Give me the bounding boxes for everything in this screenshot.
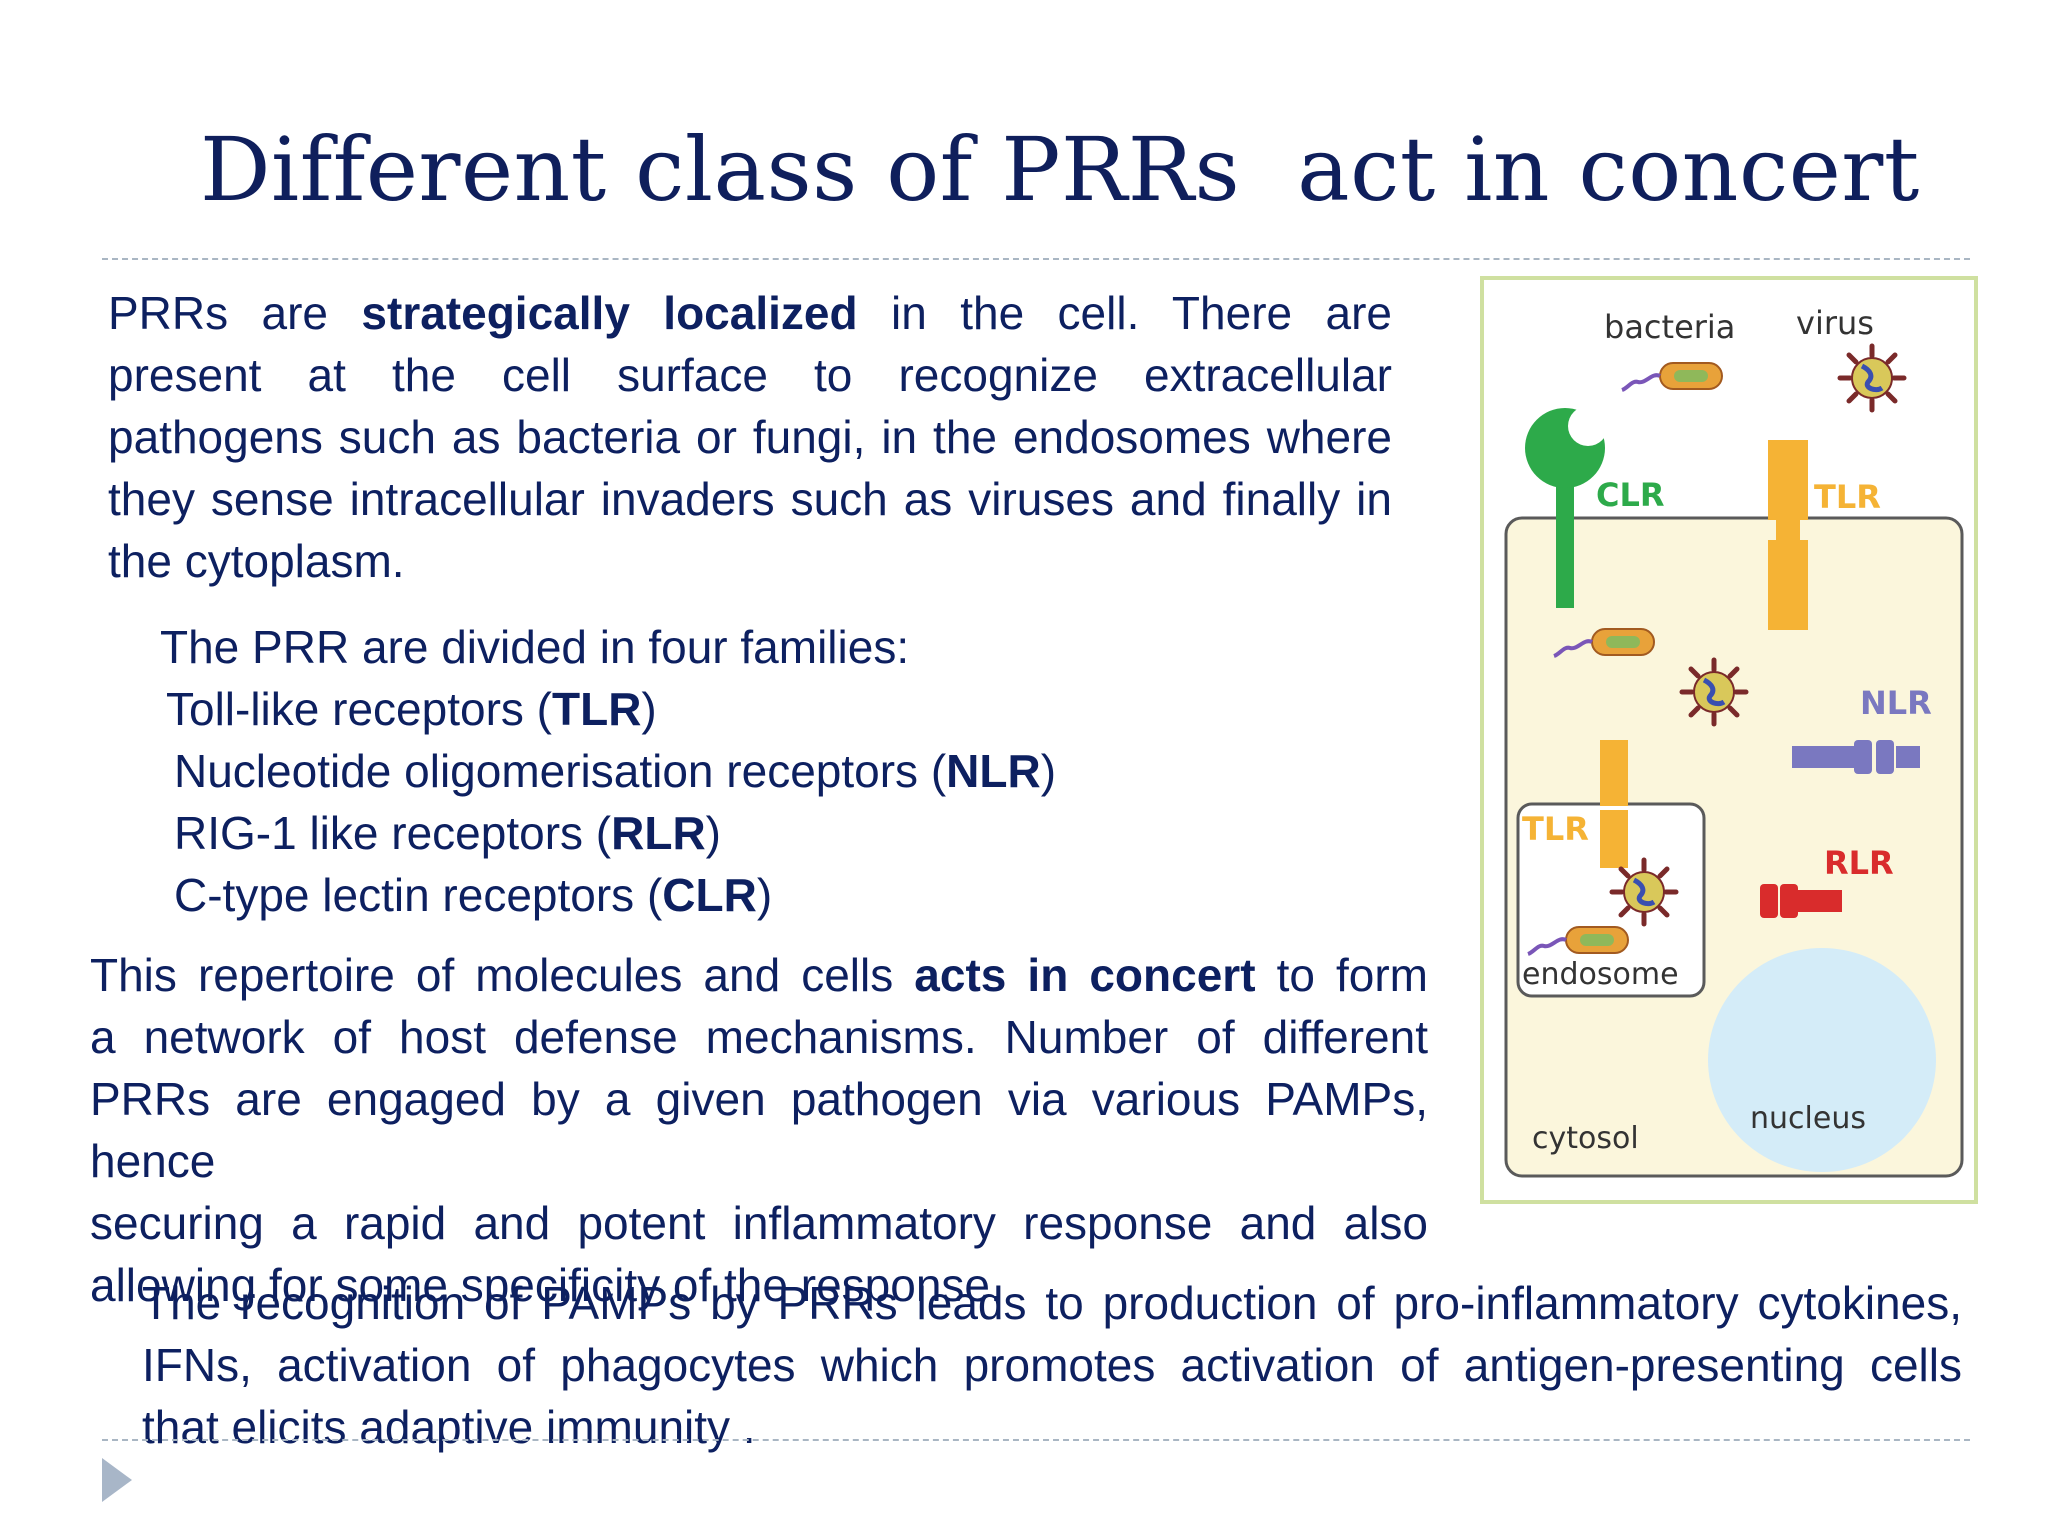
recognition-paragraph: The recognition of PAMPs by PRRs leads t… bbox=[142, 1272, 1962, 1458]
nucleus-shape bbox=[1708, 948, 1936, 1172]
family-item-nlr: Nucleotide oligomerisation receptors (NL… bbox=[174, 745, 1057, 797]
paragraph-line: securing a rapid and potent inflammatory… bbox=[90, 1197, 1428, 1249]
tlr-receptor-icon bbox=[1768, 440, 1808, 630]
slide-title: Different class of PRRs act in concert bbox=[200, 118, 1920, 221]
paragraph-line: a network of host defense mechanisms. Nu… bbox=[90, 1011, 1428, 1063]
rlr-receptor-icon bbox=[1760, 884, 1842, 918]
paragraph-line: The recognition of PAMPs by PRRs leads t… bbox=[142, 1277, 1962, 1329]
nucleus-label: nucleus bbox=[1750, 1101, 1866, 1136]
clr-label: CLR bbox=[1596, 476, 1665, 514]
top-divider bbox=[102, 258, 1970, 260]
paragraph-line: IFNs, activation of phagocytes which pro… bbox=[142, 1339, 1962, 1391]
cell-diagram: bacteria virus CLR TLR NLR bbox=[1504, 304, 1964, 1178]
paragraph-line: PRRs are engaged by a given pathogen via… bbox=[90, 1073, 1428, 1187]
nlr-label: NLR bbox=[1860, 684, 1932, 722]
paragraph-line: the cytoplasm. bbox=[108, 535, 405, 587]
concert-paragraph: This repertoire of molecules and cells a… bbox=[90, 944, 1428, 1316]
prr-families-list: The PRR are divided in four families: To… bbox=[160, 616, 1160, 926]
endosome-label: endosome bbox=[1522, 957, 1679, 992]
virus-icon bbox=[1840, 346, 1904, 410]
family-item-rlr: RIG-1 like receptors (RLR) bbox=[174, 807, 721, 859]
rlr-label: RLR bbox=[1824, 844, 1894, 882]
localization-paragraph: PRRs are strategically localized in the … bbox=[108, 282, 1392, 592]
virus-label: virus bbox=[1796, 304, 1874, 342]
paragraph-line: present at the cell surface to recognize… bbox=[108, 349, 1392, 401]
paragraph-line: allowing for some specificity of the res… bbox=[90, 1259, 1003, 1311]
paragraph-line: that elicits adaptive immunity . bbox=[142, 1401, 756, 1453]
virus-icon bbox=[1612, 860, 1676, 924]
clr-receptor-icon bbox=[1525, 406, 1608, 608]
nlr-receptor-icon bbox=[1792, 740, 1920, 774]
families-intro: The PRR are divided in four families: bbox=[160, 621, 910, 673]
prr-localization-figure: bacteria virus CLR TLR NLR bbox=[1480, 276, 1978, 1204]
cytosol-label: cytosol bbox=[1532, 1121, 1639, 1156]
family-item-clr: C-type lectin receptors (CLR) bbox=[174, 869, 773, 921]
bacteria-icon bbox=[1620, 361, 1724, 392]
paragraph-line: pathogens such as bacteria or fungi, in … bbox=[108, 411, 1392, 463]
bacteria-label: bacteria bbox=[1604, 308, 1735, 346]
slide-bullet-icon bbox=[102, 1458, 132, 1502]
bottom-divider bbox=[102, 1439, 1970, 1441]
paragraph-line: This repertoire of molecules and cells a… bbox=[90, 949, 1428, 1001]
tlr-endosome-receptor-icon bbox=[1600, 740, 1628, 868]
family-item-tlr: Toll-like receptors (TLR) bbox=[166, 683, 657, 735]
paragraph-line: PRRs are strategically localized in the … bbox=[108, 287, 1392, 339]
tlr-endosome-label: TLR bbox=[1522, 810, 1589, 848]
virus-icon bbox=[1682, 660, 1746, 724]
tlr-surface-label: TLR bbox=[1814, 478, 1881, 516]
paragraph-line: they sense intracellular invaders such a… bbox=[108, 473, 1392, 525]
